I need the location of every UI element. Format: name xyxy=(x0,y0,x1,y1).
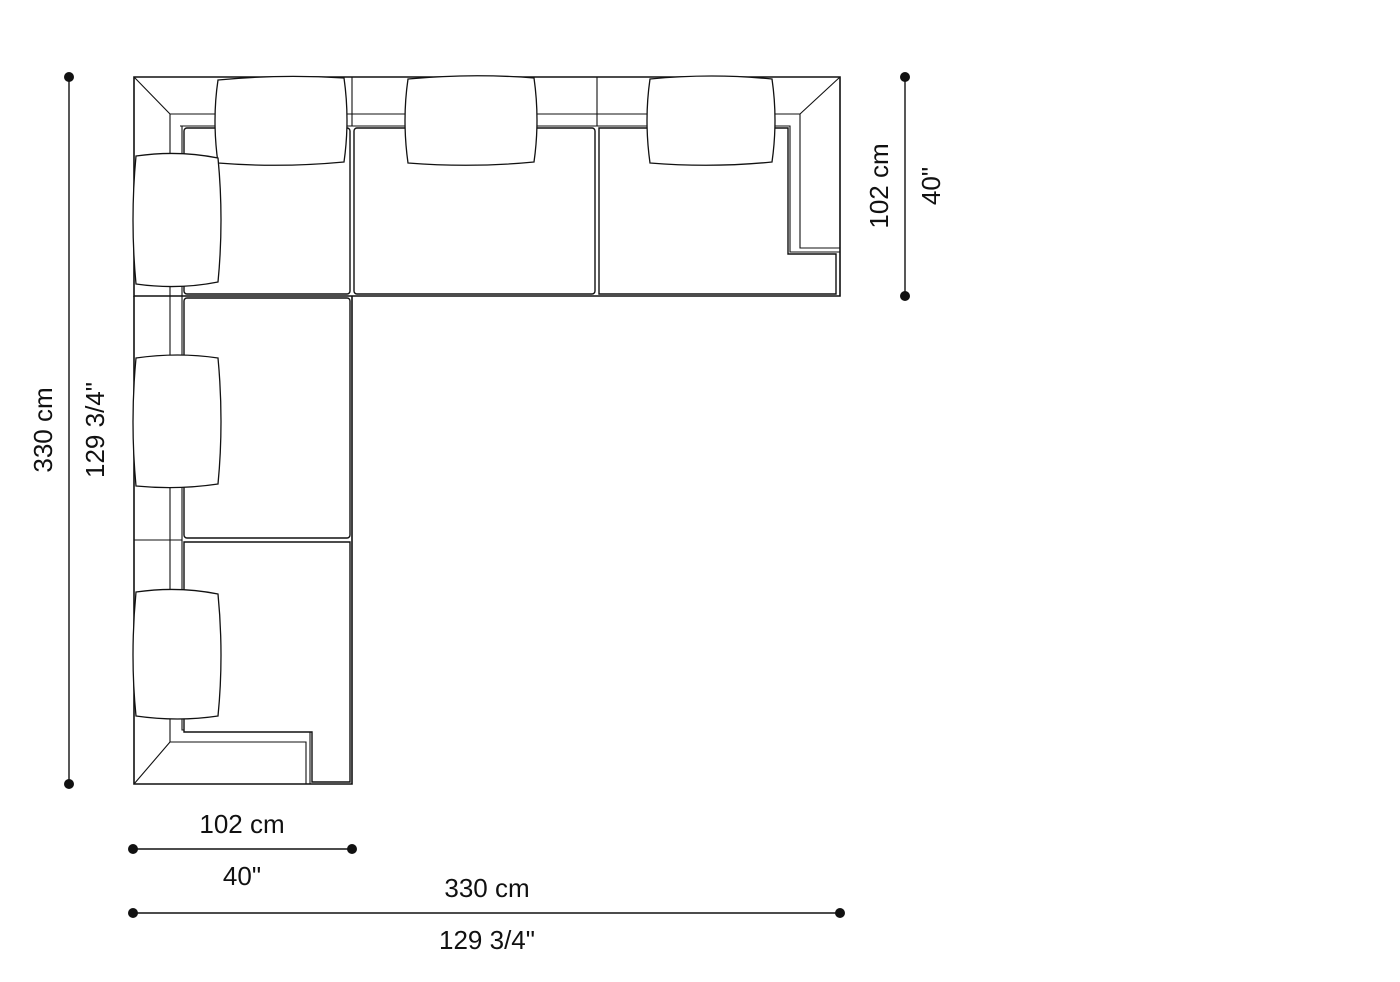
left-end-seat-cushion xyxy=(183,541,351,783)
pillow-top-3 xyxy=(646,75,776,166)
pillow-left-1 xyxy=(132,152,222,288)
module-width-imperial: 40" xyxy=(223,861,261,891)
right-depth-imperial: 40" xyxy=(916,167,946,205)
right-depth-dimension: 102 cm 40" xyxy=(864,72,946,301)
total-width-metric: 330 cm xyxy=(444,873,529,903)
pillow-top-1 xyxy=(214,75,348,166)
right-depth-metric: 102 cm xyxy=(864,143,894,228)
left-height-imperial: 129 3/4" xyxy=(80,382,110,478)
left-height-metric: 330 cm xyxy=(28,387,58,472)
left-height-dimension: 330 cm 129 3/4" xyxy=(28,72,110,789)
module-width-dimension: 102 cm 40" xyxy=(128,809,357,891)
total-width-imperial: 129 3/4" xyxy=(439,925,535,955)
pillows xyxy=(132,75,776,720)
seat-cushions xyxy=(183,127,837,783)
pillow-top-2 xyxy=(404,75,538,166)
module-width-metric: 102 cm xyxy=(199,809,284,839)
right-end-seat-cushion xyxy=(598,127,837,295)
total-width-dimension: 330 cm 129 3/4" xyxy=(128,873,845,955)
pillow-left-2 xyxy=(132,354,222,489)
pillow-left-3 xyxy=(132,588,222,720)
